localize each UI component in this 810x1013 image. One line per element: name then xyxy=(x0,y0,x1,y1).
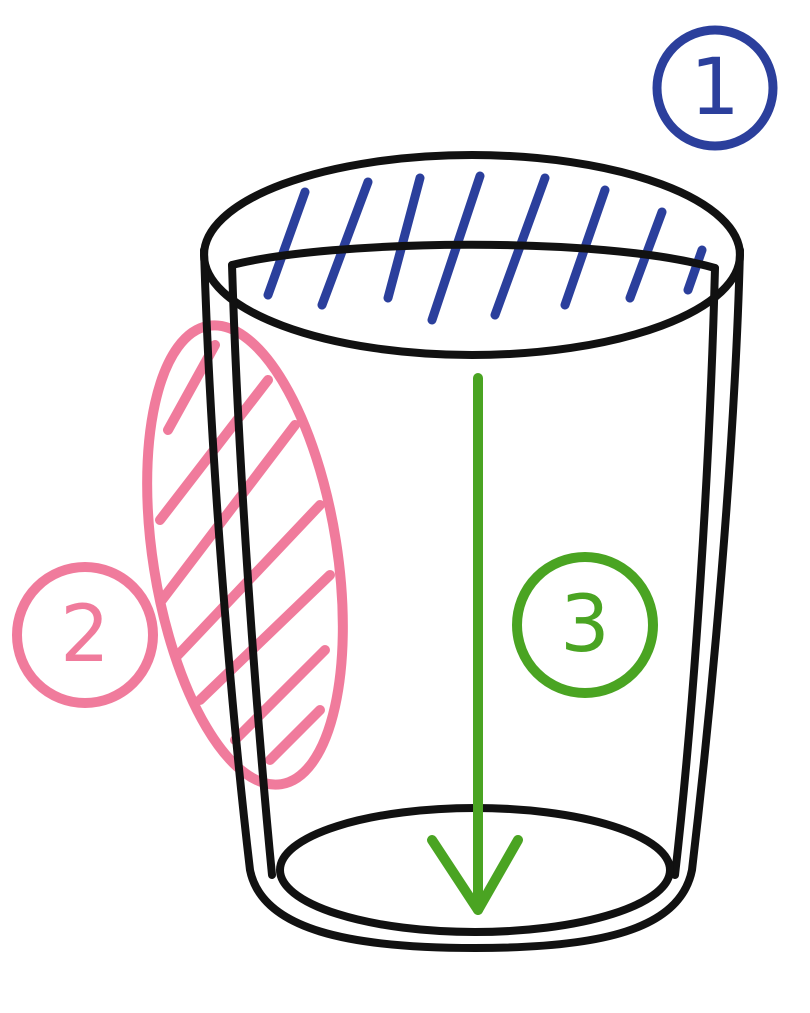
label-3-text: 3 xyxy=(560,580,610,670)
label-2-marker: 2 xyxy=(12,562,158,708)
label-2-text: 2 xyxy=(60,590,110,680)
glass-outline xyxy=(200,151,744,952)
label-1-text: 1 xyxy=(690,43,740,133)
label-3-marker: 3 xyxy=(512,552,658,698)
height-arrow xyxy=(427,373,523,915)
label-1-marker: 1 xyxy=(652,25,778,151)
